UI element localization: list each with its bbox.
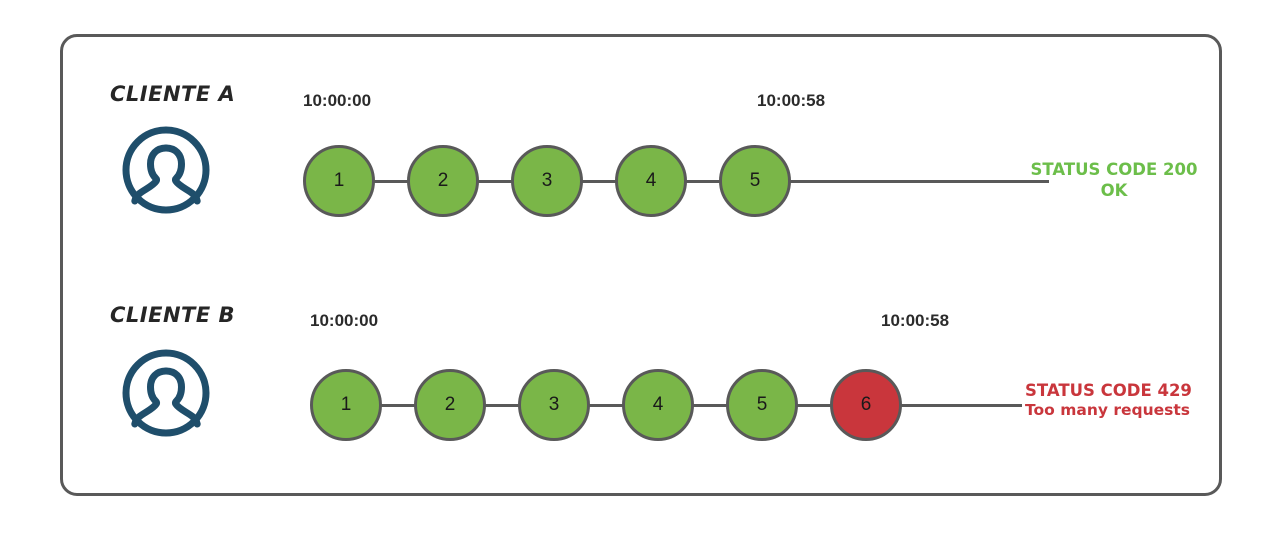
status-message-b: STATUS CODE 429 Too many requests <box>1025 380 1225 421</box>
connector-to-status <box>789 179 1049 183</box>
connector <box>685 179 721 183</box>
timestamp-end-a: 10:00:58 <box>757 91 826 110</box>
status-message-a: STATUS CODE 200 OK <box>1025 159 1203 201</box>
connector <box>581 179 617 183</box>
connector <box>796 403 832 407</box>
user-avatar-icon <box>120 124 212 216</box>
client-label-b: CLIENTE B <box>110 303 236 327</box>
request-node[interactable]: 5 <box>726 369 798 441</box>
status-code-line: STATUS CODE 429 <box>1025 381 1192 400</box>
status-text-line: OK <box>1100 181 1128 201</box>
connector <box>484 403 520 407</box>
request-node[interactable]: 4 <box>622 369 694 441</box>
user-avatar-icon <box>120 347 212 439</box>
connector <box>477 179 513 183</box>
status-code-line: STATUS CODE 200 <box>1030 160 1198 179</box>
connector <box>588 403 624 407</box>
status-text-line: Too many requests <box>1025 401 1191 420</box>
request-node[interactable]: 1 <box>310 369 382 441</box>
request-node[interactable]: 1 <box>303 145 375 217</box>
request-node[interactable]: 3 <box>518 369 590 441</box>
request-node[interactable]: 5 <box>719 145 791 217</box>
timestamp-end-b: 10:00:58 <box>881 311 950 330</box>
connector <box>380 403 416 407</box>
request-node[interactable]: 2 <box>407 145 479 217</box>
timestamp-start-b: 10:00:00 <box>310 311 379 330</box>
request-chain-b: 1 2 3 4 5 6 <box>310 366 1110 444</box>
request-chain-a: 1 2 3 4 5 <box>303 142 1049 220</box>
connector <box>692 403 728 407</box>
diagram-frame: CLIENTE A 10:00:00 10:00:58 1 2 3 4 5 ST… <box>60 34 1222 496</box>
request-node[interactable]: 2 <box>414 369 486 441</box>
request-node[interactable]: 4 <box>615 145 687 217</box>
connector-to-status <box>900 403 1022 407</box>
request-node[interactable]: 3 <box>511 145 583 217</box>
timestamp-start-a: 10:00:00 <box>303 91 372 110</box>
request-node-rejected[interactable]: 6 <box>830 369 902 441</box>
connector <box>373 179 409 183</box>
client-label-a: CLIENTE A <box>110 82 236 106</box>
